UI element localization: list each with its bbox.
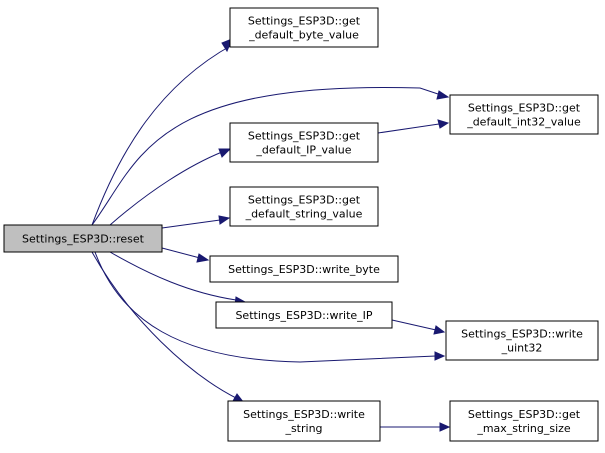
node-label-line: Settings_ESP3D::get xyxy=(248,15,361,28)
edge-arrowhead xyxy=(437,119,450,129)
node-label-line: Settings_ESP3D::get xyxy=(248,194,361,207)
edge-line xyxy=(109,251,237,301)
node-get-max-string-size[interactable]: Settings_ESP3D::get_max_string_size xyxy=(449,400,599,442)
node-label-line: _default_string_value xyxy=(245,208,363,221)
node-get-default-string-value[interactable]: Settings_ESP3D::get_default_string_value xyxy=(229,186,379,227)
edge-reset-to-write_byte xyxy=(161,247,210,263)
edge-line xyxy=(91,251,239,400)
edge-line xyxy=(161,247,201,259)
edge-reset-to-get_default_string_value xyxy=(161,215,231,229)
edge-get_default_IP_value-to-get_default_int32_value xyxy=(377,119,450,134)
node-get-default-int32-value[interactable]: Settings_ESP3D::get_default_int32_value xyxy=(449,94,599,135)
edge-line xyxy=(91,86,442,226)
edge-reset-to-write_uint32 xyxy=(94,251,446,363)
node-write-byte[interactable]: Settings_ESP3D::write_byte xyxy=(209,255,399,283)
edge-write_IP-to-write_uint32 xyxy=(391,319,446,335)
node-reset: Settings_ESP3D::reset xyxy=(3,224,163,253)
node-label-line: Settings_ESP3D::write_byte xyxy=(228,263,380,276)
node-label-line: _default_byte_value xyxy=(248,29,359,42)
node-write-IP[interactable]: Settings_ESP3D::write_IP xyxy=(215,301,393,329)
edge-arrowhead xyxy=(433,325,446,335)
node-box xyxy=(445,320,599,361)
node-label-line: Settings_ESP3D::write_IP xyxy=(235,309,372,322)
node-box xyxy=(229,122,379,163)
node-write-string[interactable]: Settings_ESP3D::write_string xyxy=(227,400,381,442)
node-label-line: Settings_ESP3D::get xyxy=(468,102,581,115)
edge-line xyxy=(391,319,437,331)
node-box xyxy=(227,400,381,442)
edge-line xyxy=(161,219,221,229)
node-get-default-byte-value[interactable]: Settings_ESP3D::get_default_byte_value xyxy=(229,7,379,48)
node-label-line: Settings_ESP3D::get xyxy=(468,408,581,421)
node-label-line: Settings_ESP3D::reset xyxy=(22,233,145,246)
node-box xyxy=(229,186,379,227)
node-box xyxy=(3,224,163,253)
edge-line xyxy=(377,123,440,134)
edge-line xyxy=(91,44,233,226)
edge-arrowhead xyxy=(196,253,210,263)
edge-arrowhead xyxy=(436,90,450,100)
edge-arrowhead xyxy=(439,422,451,432)
edge-write_string-to-get_max_string_size xyxy=(380,422,451,432)
node-label-line: _string xyxy=(284,422,322,435)
node-label-line: _default_int32_value xyxy=(466,116,581,129)
edge-reset-to-get_default_IP_value xyxy=(109,148,232,226)
node-label-line: _default_IP_value xyxy=(255,144,351,157)
node-write-uint32[interactable]: Settings_ESP3D::write_uint32 xyxy=(445,320,599,361)
edge-reset-to-get_default_byte_value xyxy=(91,38,233,226)
node-box xyxy=(209,255,399,283)
node-label-line: Settings_ESP3D::write xyxy=(243,408,365,421)
node-label-line: Settings_ESP3D::get xyxy=(248,130,361,143)
edge-line xyxy=(109,151,223,226)
node-label-line: _uint32 xyxy=(501,342,543,355)
edge-arrowhead xyxy=(218,215,231,225)
node-label-line: Settings_ESP3D::write xyxy=(461,328,583,341)
edge-reset-to-get_default_int32_value xyxy=(91,86,450,226)
node-box xyxy=(449,400,599,442)
node-box xyxy=(449,94,599,135)
edge-arrowhead xyxy=(434,351,446,361)
nodes-layer: Settings_ESP3D::resetSettings_ESP3D::get… xyxy=(3,7,599,442)
node-label-line: _max_string_size xyxy=(476,422,571,435)
edge-arrowhead xyxy=(218,148,232,158)
node-box xyxy=(215,301,393,329)
node-box xyxy=(229,7,379,48)
edge-line xyxy=(94,251,437,363)
node-get-default-IP-value[interactable]: Settings_ESP3D::get_default_IP_value xyxy=(229,122,379,163)
